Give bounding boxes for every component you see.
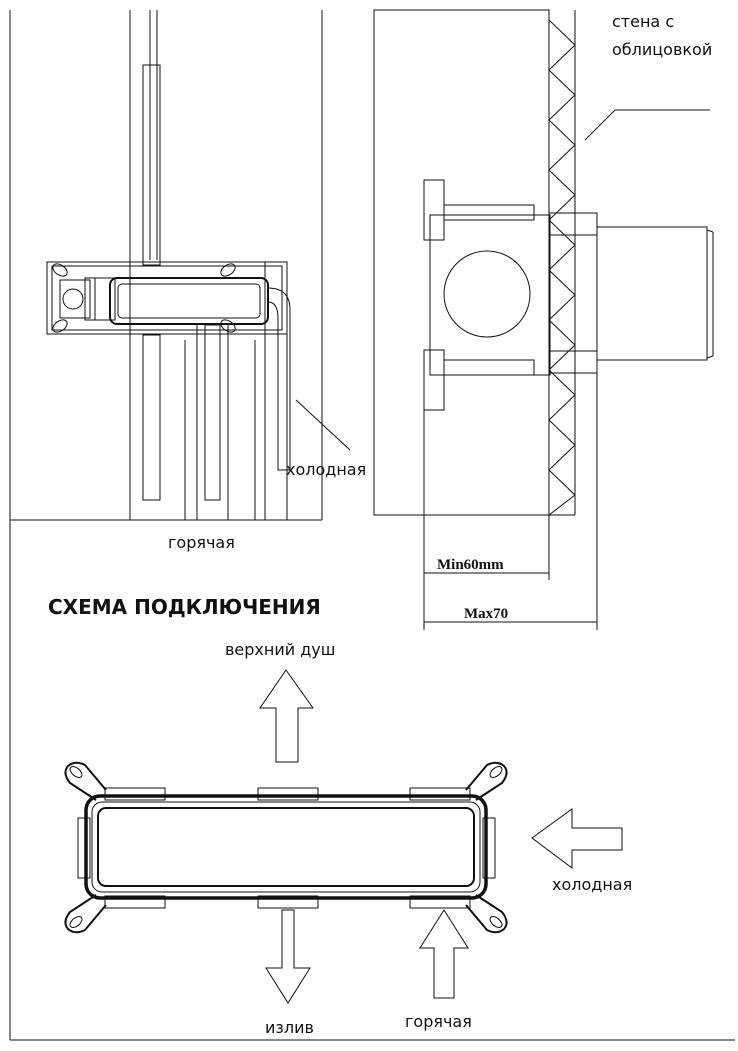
hot-pipe-label: горячая bbox=[168, 533, 235, 552]
wall-label-line2: облицовкой bbox=[612, 40, 712, 59]
spout-label: излив bbox=[265, 1018, 314, 1037]
cold-inlet-arrow bbox=[531, 808, 623, 869]
diagram-title: СХЕМА ПОДКЛЮЧЕНИЯ bbox=[48, 595, 321, 619]
cold-inlet-label: холодная bbox=[552, 875, 632, 894]
min-depth-dimension: Min60mm bbox=[437, 557, 504, 573]
overhead-shower-label: верхний душ bbox=[225, 640, 335, 659]
connection-schematic: верхний душ холодная излив горячая bbox=[64, 640, 632, 1037]
max-depth-dimension: Max70 bbox=[464, 606, 508, 622]
overhead-shower-arrow bbox=[259, 669, 314, 763]
hot-inlet-label: горячая bbox=[405, 1012, 472, 1031]
hot-inlet-arrow bbox=[419, 909, 469, 999]
spout-arrow bbox=[265, 909, 311, 1004]
front-view-drawing: холодная горячая bbox=[9, 10, 735, 1041]
wall-label-line1: стена с bbox=[612, 12, 674, 31]
side-section-drawing: стена с облицовкой Min60mm Max70 bbox=[373, 9, 714, 630]
cold-pipe-label: холодная bbox=[286, 460, 366, 479]
